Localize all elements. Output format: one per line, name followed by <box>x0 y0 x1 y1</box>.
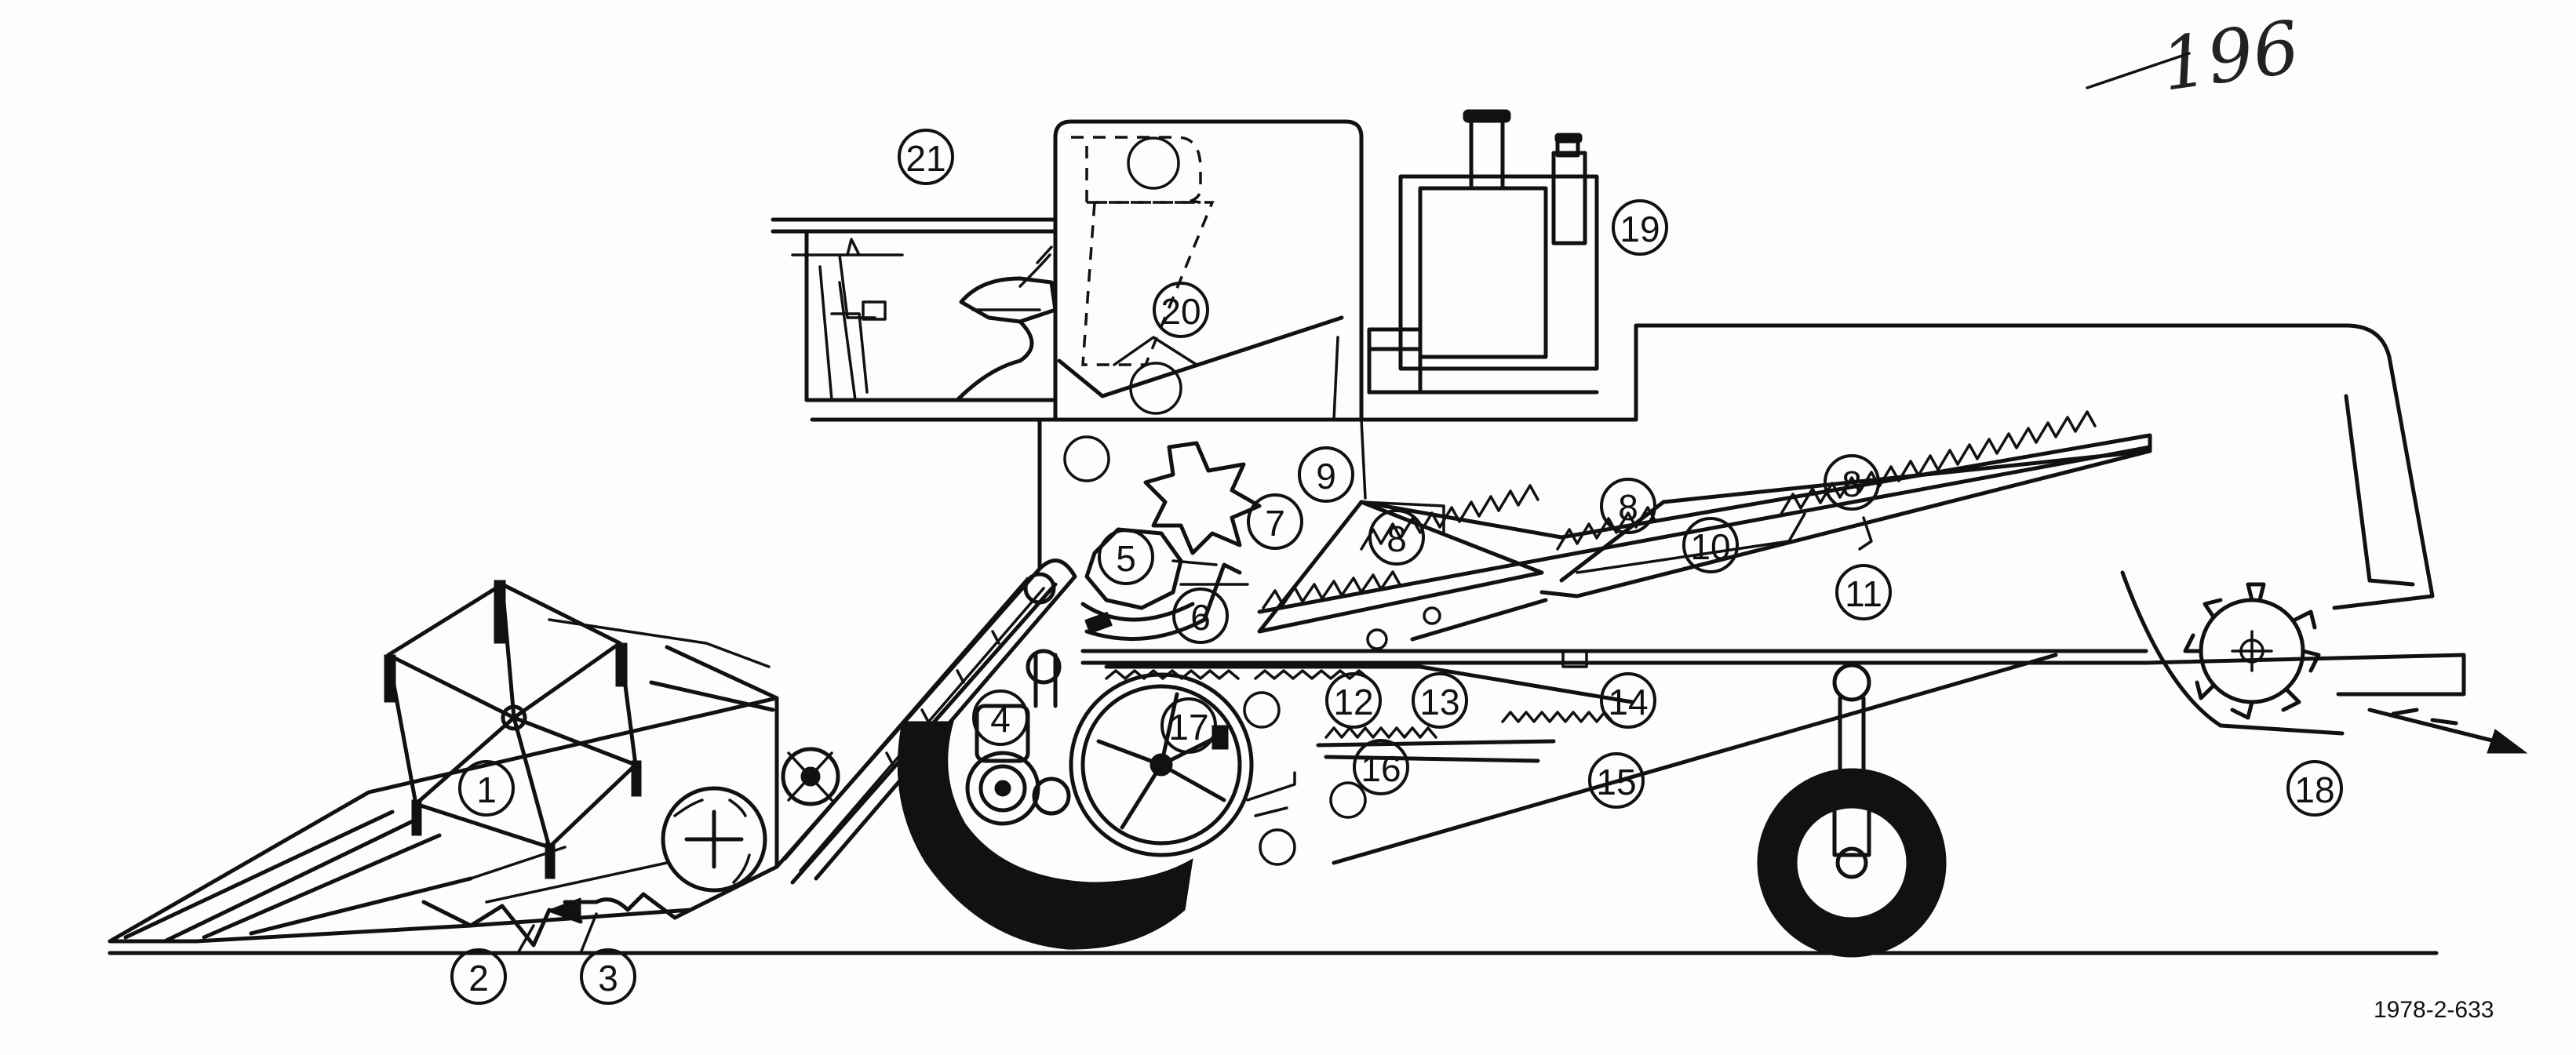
callout-ring <box>1682 517 1739 573</box>
callout-label: 10 <box>1690 526 1730 567</box>
callout-ring <box>458 760 515 817</box>
callout-ring <box>450 948 507 1005</box>
callout-ring <box>1160 697 1217 754</box>
callout-2: 2 <box>450 948 507 1005</box>
callout-ring <box>1835 564 1892 620</box>
rear-body <box>1080 323 2466 865</box>
callout-20: 20 <box>1153 282 1209 338</box>
cab <box>771 217 1638 422</box>
callout-ring <box>1325 672 1382 729</box>
rotor <box>1069 672 1296 857</box>
grain-tank <box>1037 119 1367 571</box>
callout-ring <box>1588 752 1645 809</box>
callout-ring <box>1612 199 1668 256</box>
callout-label: 20 <box>1160 291 1201 332</box>
callout-label: 13 <box>1419 682 1459 722</box>
reference-code: 1978-2-633 <box>2374 997 2494 1023</box>
callout-ring <box>1298 446 1354 503</box>
callout-11: 11 <box>1835 564 1892 620</box>
straw-chopper <box>2120 570 2528 754</box>
callout-label: 3 <box>598 958 618 999</box>
callout-ring <box>1368 509 1425 566</box>
callout-ring <box>1824 454 1880 511</box>
callout-ring <box>1172 588 1229 644</box>
callout-7: 7 <box>1247 493 1303 550</box>
callout-14: 14 <box>1600 672 1656 729</box>
callout-ring <box>972 689 1029 746</box>
callout-3: 3 <box>580 948 636 1005</box>
callout-label: 8 <box>1618 487 1638 528</box>
callout-21: 21 <box>898 129 954 185</box>
callout-13: 13 <box>1412 672 1468 729</box>
callout-5: 5 <box>1098 529 1154 585</box>
straw-walkers <box>1257 410 2152 650</box>
callout-label: 15 <box>1596 762 1636 802</box>
handwritten-stroke <box>2086 52 2191 89</box>
callout-label: 7 <box>1265 503 1285 544</box>
callout-9: 9 <box>1298 446 1354 503</box>
callout-ring <box>1098 529 1154 585</box>
rear-wheel <box>1757 663 1947 958</box>
callout-16: 16 <box>1353 739 1409 795</box>
callout-label: 19 <box>1620 209 1660 249</box>
cleaning-shoe <box>1104 649 1634 866</box>
header <box>107 580 779 955</box>
callout-label: 14 <box>1608 682 1648 722</box>
callout-label: 11 <box>1845 573 1882 614</box>
callout-19: 19 <box>1612 199 1668 256</box>
callout-ring <box>1600 478 1656 534</box>
callout-6: 6 <box>1172 588 1229 644</box>
callout-label: 21 <box>905 138 946 179</box>
callout-label: 12 <box>1333 682 1373 722</box>
callout-8: 8 <box>1368 509 1425 566</box>
callout-8: 8 <box>1600 478 1656 534</box>
callout-12: 12 <box>1325 672 1382 729</box>
callout-label: 8 <box>1842 464 1862 504</box>
callout-label: 18 <box>2294 769 2334 810</box>
callout-ring <box>1247 493 1303 550</box>
callout-ring <box>580 948 636 1005</box>
callout-label: 5 <box>1116 538 1136 579</box>
callout-4: 4 <box>972 689 1029 746</box>
callout-label: 9 <box>1316 456 1336 497</box>
callout-label: 6 <box>1190 597 1211 638</box>
callout-10: 10 <box>1682 517 1739 573</box>
engine <box>1367 109 1599 395</box>
callout-ring <box>1353 739 1409 795</box>
callout-label: 1 <box>476 769 497 810</box>
callout-label: 17 <box>1168 707 1208 748</box>
callout-17: 17 <box>1160 697 1217 754</box>
callout-ring <box>2286 760 2343 817</box>
threshing-drum <box>1080 527 1249 642</box>
callout-15: 15 <box>1588 752 1645 809</box>
callout-label: 2 <box>468 958 489 999</box>
callout-ring <box>1153 282 1209 338</box>
callout-1: 1 <box>458 760 515 817</box>
callout-label: 8 <box>1386 518 1407 559</box>
callout-label: 16 <box>1361 748 1401 789</box>
callout-8: 8 <box>1824 454 1880 511</box>
drive-wheel <box>897 649 1193 950</box>
callout-18: 18 <box>2286 760 2343 817</box>
callout-ring <box>898 129 954 185</box>
callout-ring <box>1600 672 1656 729</box>
callout-label: 4 <box>990 699 1011 740</box>
callout-ring <box>1412 672 1468 729</box>
